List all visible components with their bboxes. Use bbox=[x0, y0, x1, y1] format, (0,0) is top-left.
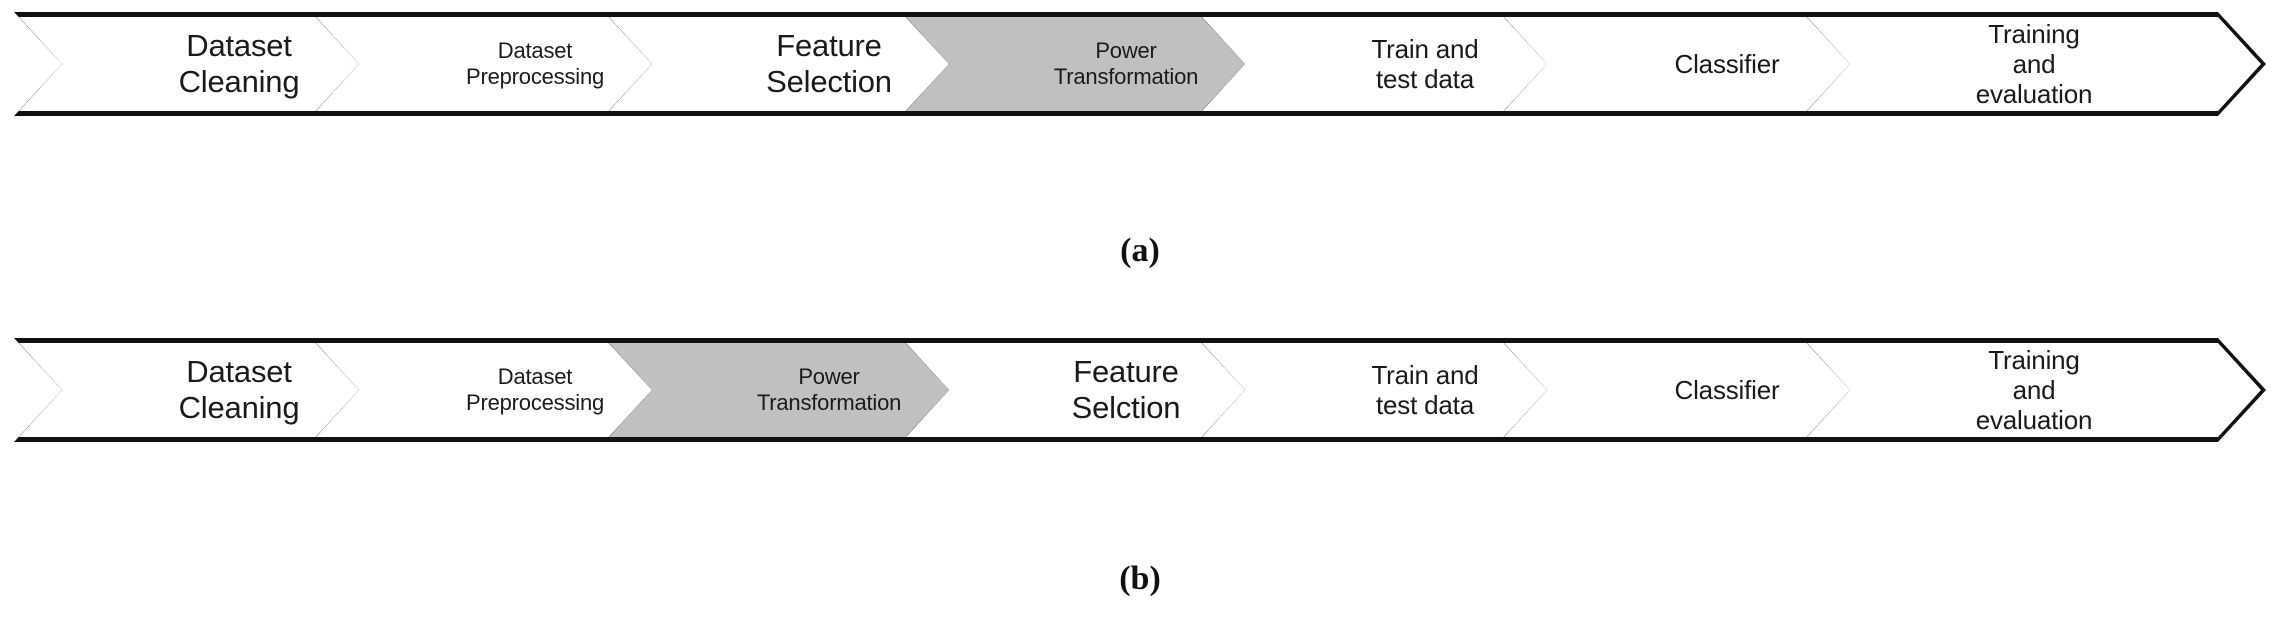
chevron-outline bbox=[1802, 338, 2266, 442]
chevron-fill bbox=[1807, 17, 2261, 111]
chevron-step-7-b bbox=[1802, 338, 2266, 442]
chevron-step-7-a bbox=[1802, 12, 2266, 116]
chevron-outline bbox=[1802, 12, 2266, 116]
panel-caption-b: (b) bbox=[1119, 560, 1161, 597]
chevron-fill bbox=[1807, 343, 2261, 437]
panel-caption-a: (a) bbox=[1120, 232, 1160, 269]
